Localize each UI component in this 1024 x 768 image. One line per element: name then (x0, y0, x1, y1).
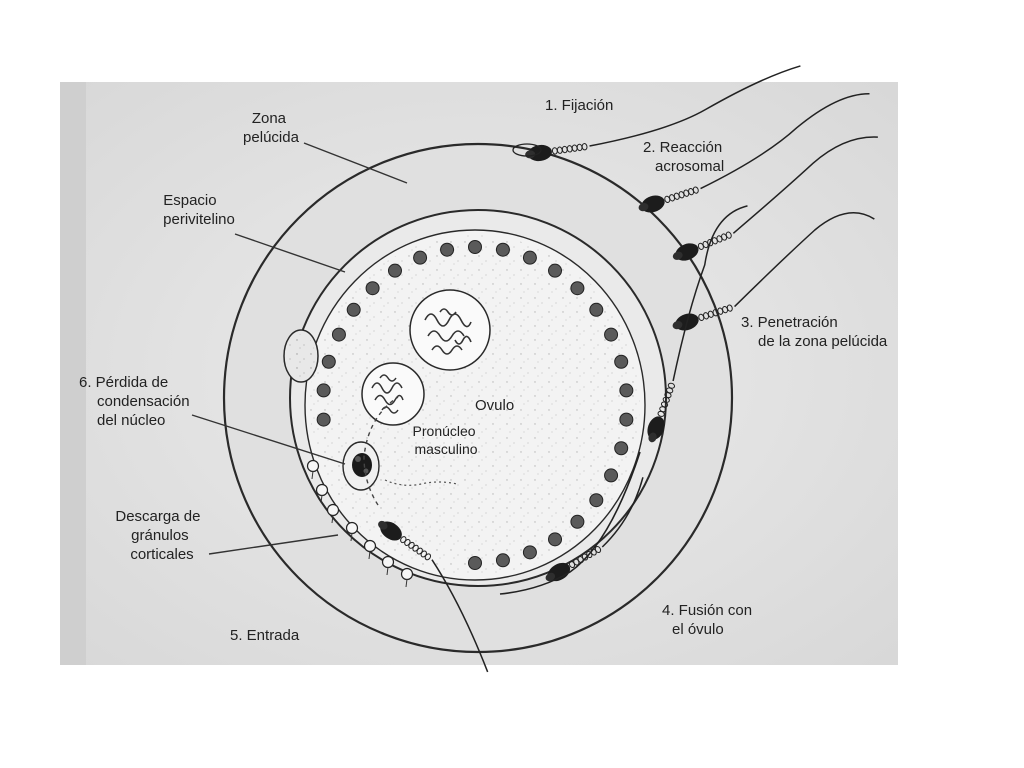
pronucleus-icon (409, 289, 491, 371)
released-granule-icon (381, 555, 395, 569)
tail-remnant (384, 479, 458, 486)
scan-left-shadow (60, 82, 86, 665)
cortical-granule-icon (570, 281, 585, 296)
sperm-icon-entrada (378, 520, 489, 673)
cortical-granule-icon (331, 327, 346, 342)
released-granule-icon (400, 567, 414, 581)
cortical-granule-icon (570, 514, 585, 529)
cortical-granule-icon (589, 302, 604, 317)
granule-stalk (368, 550, 371, 560)
cortical-granule-icon (468, 556, 482, 570)
cortical-granule-icon (589, 493, 604, 508)
label-fijacion: 1. Fijación (545, 97, 613, 114)
ovum-texture (310, 235, 640, 575)
label-penetracion: 3. Penetración de la zona pelúcida (741, 314, 888, 350)
granule-stalk (405, 578, 408, 588)
acrosome-cap (512, 143, 542, 157)
cortical-granule-icon (495, 242, 510, 257)
cortical-granule-icon (495, 553, 510, 568)
sperm-icon-fusion-2 (545, 477, 644, 582)
cortical-granules (316, 240, 634, 570)
released-granule-icon (363, 539, 377, 553)
cortical-granule-icon (413, 250, 428, 265)
cortical-granule-icon (346, 302, 361, 317)
label-entrada: 5. Entrada (230, 627, 300, 644)
cortical-granule-icon (316, 383, 331, 398)
cortical-granule-icon (522, 250, 537, 265)
cortical-granule-icon (387, 263, 402, 278)
pronucleus-male-icon (361, 362, 425, 426)
label-perdida-condensacion: 6. Pérdida de condensación del núcleo (79, 374, 194, 429)
released-granule-icon (345, 521, 359, 535)
cortical-granule-icon (440, 242, 455, 257)
released-granules (306, 459, 414, 588)
cortical-granule-icon (522, 545, 537, 560)
released-granule-icon (326, 503, 340, 517)
granule-stalk (331, 514, 334, 524)
decondensing-nucleus (342, 441, 380, 491)
cortical-granule-icon (604, 327, 619, 342)
cortical-granule-icon (468, 240, 482, 254)
cortical-granule-icon (365, 281, 380, 296)
cortical-granule-icon (548, 263, 563, 278)
granule-stalk (350, 532, 353, 542)
cortical-granule-icon (316, 412, 331, 427)
cortical-granule-icon (321, 354, 336, 369)
sperm-icon-reaccion (638, 92, 870, 213)
label-pronucleo-masculino: Pronúcleo masculino (413, 423, 480, 457)
sperm-icon-reaccion-2 (672, 136, 878, 261)
leader-lines (191, 142, 408, 555)
cortical-granule-icon (614, 354, 629, 369)
entry-path (363, 396, 399, 506)
sperm-icon-fusion (647, 205, 748, 443)
polar-body-texture (287, 334, 315, 378)
cortical-granule-icon (548, 532, 563, 547)
cortical-granule-icon (619, 383, 634, 398)
granule-stalk (320, 494, 323, 504)
label-fusion: 4. Fusión con el óvulo (662, 602, 756, 638)
cortical-granule-icon (604, 468, 619, 483)
label-reaccion-acrosomal: 2. Reacción acrosomal (643, 139, 726, 175)
released-granule-icon (315, 483, 329, 497)
granule-stalk (386, 566, 389, 576)
cortical-granule-icon (614, 441, 629, 456)
flagellum-inside (499, 451, 641, 595)
released-granule-icon (306, 459, 320, 473)
label-ovulo: Ovulo (475, 397, 514, 414)
label-descarga-granulos: Descarga de gránulos corticales (115, 508, 204, 563)
label-espacio-perivitelino: Espacio perivitelino (163, 192, 235, 228)
granule-stalk (311, 470, 314, 480)
cortical-granule-icon (619, 412, 634, 427)
label-zona-pelucida: Zona pelúcida (243, 110, 300, 146)
